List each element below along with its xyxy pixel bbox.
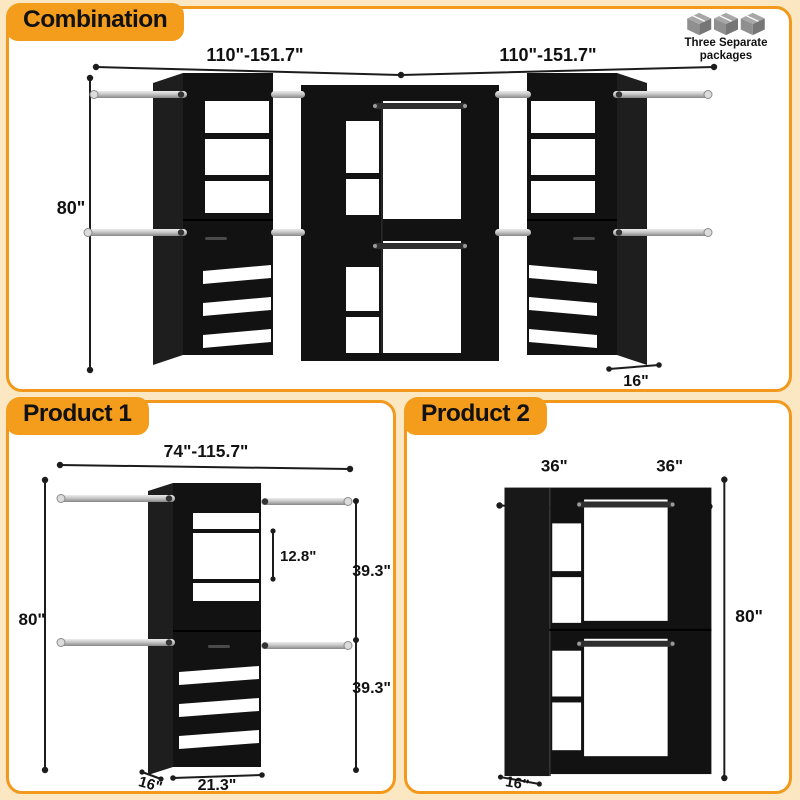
- product2-diagram: 36" 36": [496, 457, 763, 791]
- svg-text:12.8": 12.8": [280, 548, 316, 565]
- hanging-rod: [577, 640, 675, 647]
- product1-badge-label: Product 1: [23, 400, 132, 427]
- dimension-base-width: 21.3": [170, 772, 265, 791]
- package-box-icon: [740, 12, 765, 36]
- svg-text:16": 16": [623, 373, 648, 389]
- svg-text:36": 36": [541, 457, 568, 476]
- dimension-height: 80": [721, 476, 763, 782]
- svg-text:21.3": 21.3": [198, 777, 237, 791]
- combination-diagram: 110"-151.7" 110"-151.7" 80": [57, 45, 718, 389]
- svg-text:110"-151.7": 110"-151.7": [499, 45, 596, 65]
- dimension-width: 74"-115.7": [56, 441, 354, 473]
- clothes-rods: [83, 90, 713, 237]
- product2-badge-label: Product 2: [421, 400, 530, 427]
- svg-text:39.3": 39.3": [352, 563, 391, 580]
- product1-panel: Product 1 74"-115.7" 80": [6, 397, 396, 794]
- svg-text:80": 80": [57, 198, 86, 218]
- product2-panel: Product 2 36" 36": [404, 397, 792, 794]
- closet-tower: [148, 483, 261, 775]
- svg-text:39.3": 39.3": [352, 680, 391, 697]
- corner-unit: [301, 85, 499, 361]
- package-box-icon: [714, 12, 738, 36]
- left-tower: [153, 73, 273, 365]
- hanging-rod: [373, 243, 467, 249]
- package-box-icon: [687, 12, 712, 36]
- dimension-height: 80": [57, 74, 94, 374]
- corner-closet-unit: [504, 487, 712, 777]
- dimension-height: 80": [19, 476, 49, 774]
- svg-text:80": 80": [735, 606, 763, 626]
- product2-badge: Product 2: [404, 397, 547, 435]
- hanging-rod: [577, 501, 675, 508]
- package-icons: [687, 12, 765, 36]
- svg-text:36": 36": [656, 457, 683, 476]
- dimension-width-right: 110"-151.7": [400, 45, 718, 76]
- clothes-rods: [56, 494, 353, 650]
- combination-badge-label: Combination: [23, 6, 168, 33]
- packages-note-text: Three Separate packages: [684, 37, 768, 62]
- svg-text:80": 80": [19, 610, 46, 629]
- svg-text:16": 16": [504, 773, 530, 791]
- dimension-depth: 16": [136, 769, 164, 791]
- packages-note: Three Separate packages: [669, 12, 783, 62]
- right-tower: [527, 73, 647, 365]
- product1-badge: Product 1: [6, 397, 149, 435]
- combination-panel: Combination: [6, 3, 792, 392]
- svg-text:74"-115.7": 74"-115.7": [164, 441, 249, 461]
- dimension-upper-section: 39.3": [352, 498, 391, 643]
- dimension-shelf-gap: 12.8": [270, 528, 316, 582]
- svg-text:110"-151.7": 110"-151.7": [206, 45, 303, 65]
- dimension-depth: 16": [606, 362, 662, 389]
- dimension-lower-section: 39.3": [352, 639, 391, 773]
- svg-text:16": 16": [136, 773, 164, 791]
- hanging-rod: [373, 103, 467, 109]
- combination-badge: Combination: [6, 3, 185, 41]
- dimension-depth: 16": [497, 773, 542, 791]
- product1-diagram: 74"-115.7" 80": [19, 441, 391, 791]
